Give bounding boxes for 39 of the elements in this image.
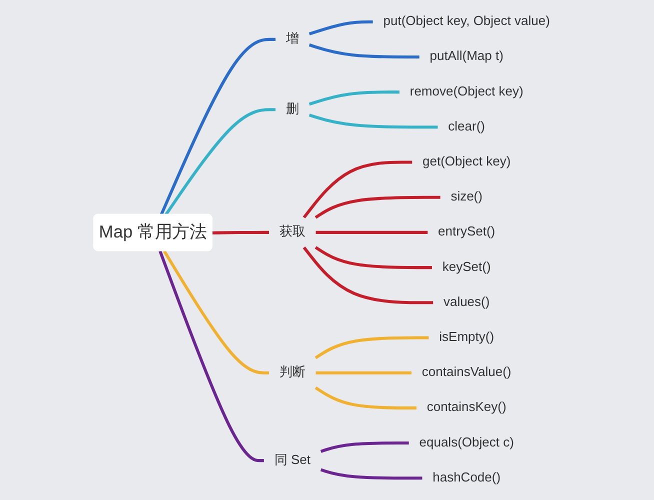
branch-line — [302, 246, 434, 304]
branch-text: entrySet() — [438, 224, 496, 240]
branch-text: keySet() — [442, 260, 491, 274]
branch-text: 删 — [286, 102, 299, 116]
branch-text: putAll(Map t) — [430, 48, 504, 64]
branch-text: hashCode() — [432, 470, 501, 485]
branch-line — [320, 442, 409, 453]
branch-text: 判断 — [279, 364, 306, 380]
branch-line — [316, 371, 412, 374]
branch-line — [320, 468, 422, 480]
branch-line — [308, 43, 420, 58]
branch-line — [212, 230, 269, 234]
branch-line — [164, 108, 276, 216]
root-topic-box: Map 常用方法 — [93, 214, 212, 252]
branch-line — [314, 196, 440, 219]
branch-text: 增 — [286, 31, 299, 46]
branch-text: remove(Object key) — [410, 84, 524, 99]
branch-line — [158, 250, 264, 462]
branch-text: containsValue() — [422, 364, 512, 380]
branch-text: put(Object key, Object value) — [383, 14, 550, 29]
branch-line — [308, 114, 438, 129]
branch-line — [314, 336, 429, 360]
branch-text: equals(Object c) — [419, 435, 514, 450]
branch-text: 获取 — [279, 224, 306, 240]
branch-line — [316, 230, 428, 234]
branch-text: isEmpty() — [439, 330, 494, 344]
branch-line — [163, 250, 269, 374]
branch-line — [308, 90, 400, 106]
branch-text: get(Object key) — [422, 154, 511, 169]
branch-text: 同 Set — [274, 452, 310, 468]
branch-line — [160, 38, 276, 216]
branch-line — [314, 386, 416, 410]
branch-text: containsKey() — [426, 400, 506, 415]
branch-line — [302, 160, 412, 218]
branch-text: clear() — [448, 119, 485, 134]
branch-text: values() — [443, 294, 490, 310]
branch-text: size() — [450, 189, 482, 204]
branch-line — [314, 246, 432, 270]
branch-line — [308, 20, 373, 36]
